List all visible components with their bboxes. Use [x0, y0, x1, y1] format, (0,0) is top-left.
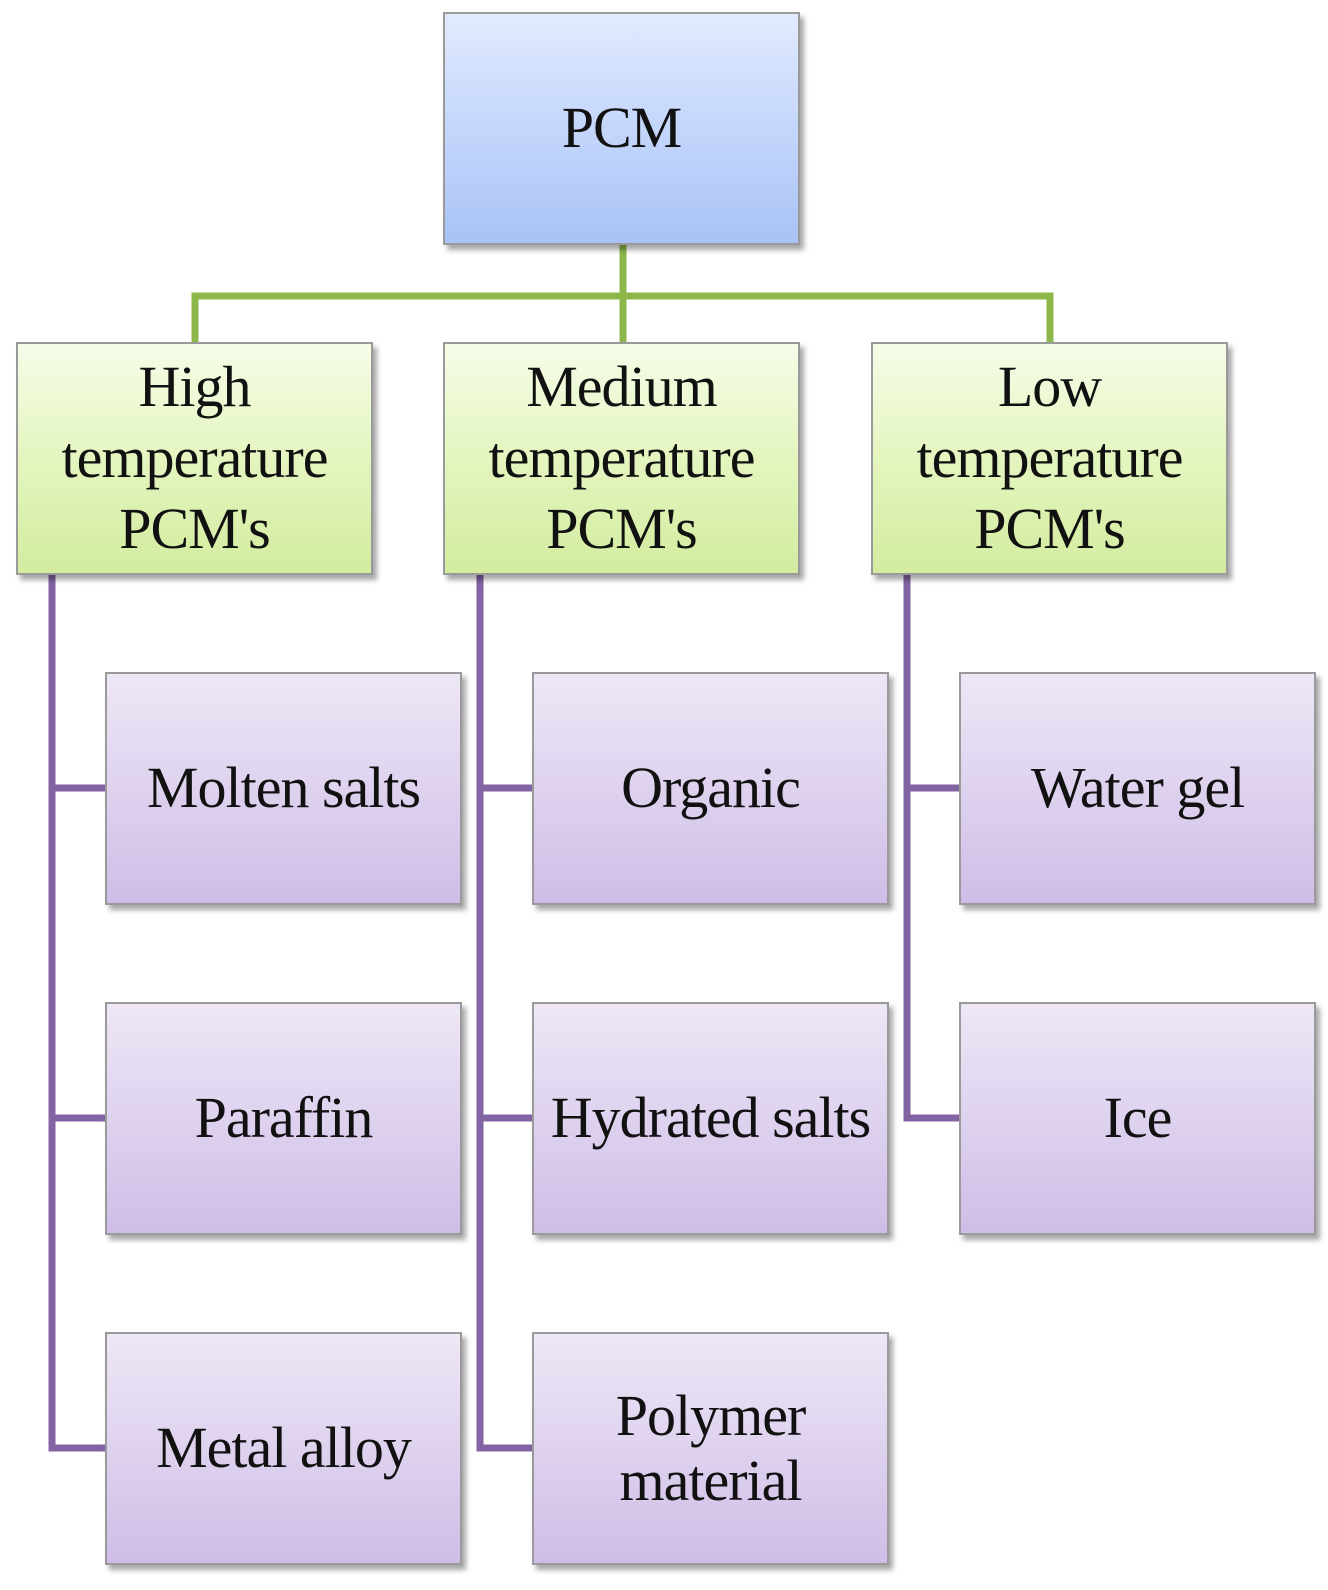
item-ice: Ice [959, 1002, 1316, 1235]
item-water-gel: Water gel [959, 672, 1316, 905]
item-paraffin: Paraffin [105, 1002, 462, 1235]
item-organic: Organic [532, 672, 889, 905]
item-molten-salts: Molten salts [105, 672, 462, 905]
category-medium-temperature: Medium temperature PCM's [443, 342, 800, 575]
category-high-temperature: High temperature PCM's [16, 342, 373, 575]
root-node-pcm: PCM [443, 12, 800, 245]
category-low-temperature: Low temperature PCM's [871, 342, 1228, 575]
item-polymer-material: Polymer material [532, 1332, 889, 1565]
item-hydrated-salts: Hydrated salts [532, 1002, 889, 1235]
item-metal-alloy: Metal alloy [105, 1332, 462, 1565]
